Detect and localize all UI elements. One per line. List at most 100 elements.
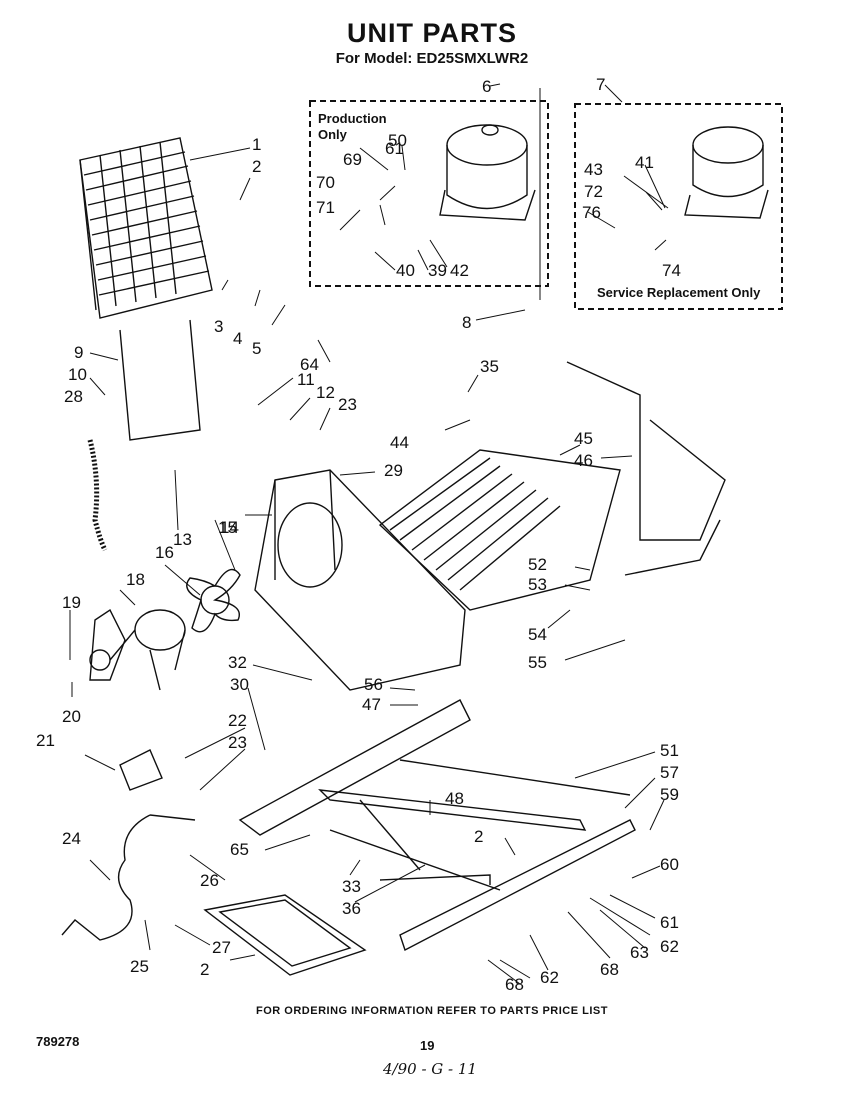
callout-number: 9 <box>74 343 83 362</box>
callout-number: 76 <box>582 203 601 222</box>
document-code: 789278 <box>36 1034 80 1049</box>
callout-number: 52 <box>528 555 547 574</box>
callout-number: 60 <box>660 855 679 874</box>
callout-number: 19 <box>62 593 81 612</box>
callout-number: 36 <box>342 899 361 918</box>
callout-number: 65 <box>230 840 249 859</box>
callout-number: 61 <box>660 913 679 932</box>
drain-tube <box>566 361 726 576</box>
handwritten-note: 4/90 - G - 11 <box>383 1060 477 1078</box>
power-cord <box>61 814 196 941</box>
callout-number: 74 <box>662 261 681 280</box>
callout-number: 29 <box>384 461 403 480</box>
callout-number: 10 <box>68 365 87 384</box>
callout-number: 63 <box>630 943 649 962</box>
callout-number: 12 <box>316 383 335 402</box>
callout-number: 28 <box>64 387 83 406</box>
callout-number: 22 <box>228 711 247 730</box>
evaporator-coil <box>378 449 621 611</box>
callout-number: 68 <box>505 975 524 994</box>
compressor-service <box>684 126 769 219</box>
compressor-production <box>439 124 536 221</box>
callout-number: 35 <box>480 357 499 376</box>
callout-number: 45 <box>574 429 593 448</box>
leader-lines <box>69 83 669 985</box>
production-only-box <box>309 100 549 287</box>
callout-number: 68 <box>600 960 619 979</box>
callout-number: 26 <box>200 871 219 890</box>
callout-number: 72 <box>584 182 603 201</box>
defrost-heater <box>119 319 201 441</box>
production-label-line2: Only <box>318 127 347 142</box>
callout-number: 48 <box>445 789 464 808</box>
callout-number: 23 <box>338 395 357 414</box>
ordering-footer: FOR ORDERING INFORMATION REFER TO PARTS … <box>256 1005 608 1017</box>
callout-number: 53 <box>528 575 547 594</box>
callout-number: 51 <box>660 741 679 760</box>
callout-number: 75 <box>0 0 19 4</box>
callout-number: 41 <box>635 153 654 172</box>
drain-pan <box>203 894 367 976</box>
callout-number: 8 <box>462 313 471 332</box>
callout-number: 70 <box>316 173 335 192</box>
model-subtitle: For Model: ED25SMXLWR2 <box>335 50 529 67</box>
callout-number: 44 <box>390 433 409 452</box>
callout-number: 2 <box>252 157 261 176</box>
callout-number: 59 <box>660 785 679 804</box>
callout-number: 40 <box>396 261 415 280</box>
callout-number: 54 <box>528 625 547 644</box>
front-rail <box>399 819 636 952</box>
callout-number: 57 <box>660 763 679 782</box>
production-label-line1: Production <box>318 111 387 126</box>
condenser-coil <box>79 137 213 319</box>
service-replacement-box <box>574 103 783 310</box>
callout-number: 25 <box>130 957 149 976</box>
callout-number: 50 <box>388 131 407 150</box>
fan-blade <box>186 568 241 633</box>
callout-number: 62 <box>540 968 559 987</box>
relay-box <box>119 749 163 791</box>
callout-number: 6 <box>482 77 491 96</box>
callout-number: 32 <box>228 653 247 672</box>
callout-number: 2 <box>474 827 483 846</box>
callout-number: 71 <box>316 198 335 217</box>
callout-number: 4 <box>233 329 242 348</box>
callout-number: 62 <box>660 937 679 956</box>
callout-number: 39 <box>428 261 447 280</box>
callout-number: 27 <box>212 938 231 957</box>
wire-harness <box>87 439 108 552</box>
callout-number: 30 <box>230 675 249 694</box>
callout-number: 13 <box>173 530 192 549</box>
callout-number: 3 <box>214 317 223 336</box>
callout-number: 20 <box>62 707 81 726</box>
callout-number: 14 <box>220 518 239 537</box>
callout-number: 42 <box>450 261 469 280</box>
callout-number: 64 <box>300 355 319 374</box>
callout-number: 73 <box>0 0 19 4</box>
callout-number: 15 <box>218 518 237 537</box>
callout-number: 23 <box>228 733 247 752</box>
callout-number: 5 <box>252 339 261 358</box>
callout-number: 24 <box>62 829 81 848</box>
callout-number: 47 <box>362 695 381 714</box>
callout-number: 43 <box>584 160 603 179</box>
callout-number: 16 <box>155 543 174 562</box>
callout-number: 1 <box>252 135 261 154</box>
callout-number: 2 <box>200 960 209 979</box>
callout-number: 56 <box>364 675 383 694</box>
callout-number: 55 <box>528 653 547 672</box>
callout-number: 18 <box>126 570 145 589</box>
condenser-mount-bracket <box>254 469 466 691</box>
callout-number: 69 <box>343 150 362 169</box>
page-number: 19 <box>420 1038 435 1053</box>
callout-number: 11 <box>297 370 315 389</box>
callout-number: 61 <box>385 139 404 158</box>
callout-number: 7 <box>596 75 605 94</box>
service-replacement-label: Service Replacement Only <box>597 285 761 300</box>
callout-number: 46 <box>574 451 593 470</box>
production-only-label: Production Only <box>318 111 387 143</box>
base-frame <box>238 699 631 891</box>
motor-bracket <box>89 608 126 681</box>
